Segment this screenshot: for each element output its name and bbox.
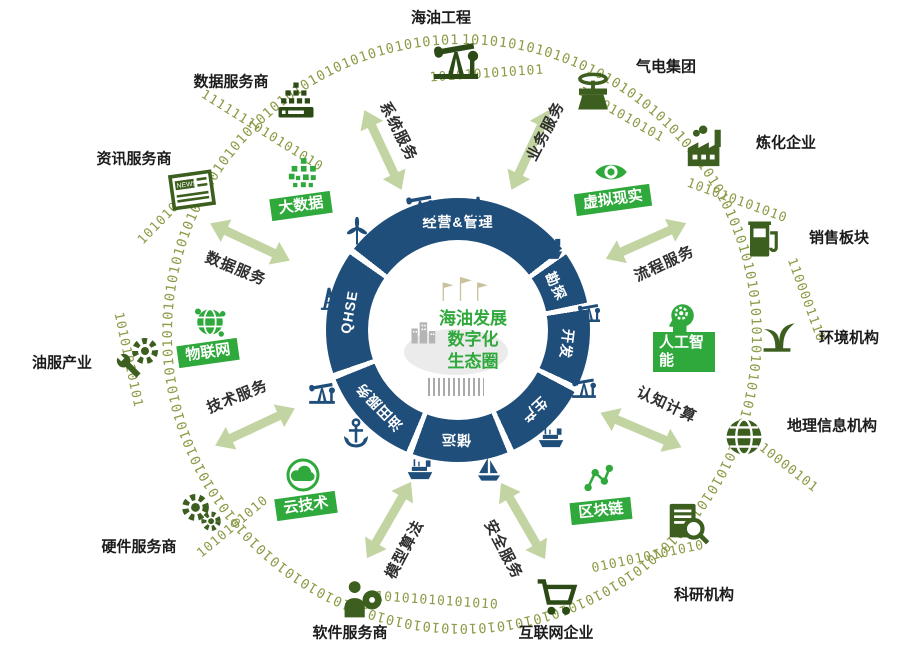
wind-turbine-icon — [342, 217, 372, 247]
globe-icon — [722, 415, 766, 459]
ai-head-icon — [664, 299, 700, 335]
tanker-ship-icon — [537, 422, 565, 450]
data-cube-icon — [275, 79, 317, 121]
newspaper-icon — [165, 163, 219, 217]
entity-oilfield-service-industry: 油服产业 — [31, 354, 93, 372]
entity-news-vendor: 资讯服务商 — [96, 150, 172, 168]
entity-software-vendor: 软件服务商 — [312, 624, 388, 642]
gears-icon — [179, 490, 223, 534]
entity-offshore-engineering: 海油工程 — [410, 9, 472, 27]
ring-segment-development: 开发 — [557, 328, 577, 360]
entity-data-vendor: 数据服务商 — [193, 73, 269, 91]
cargo-ship-icon — [534, 232, 564, 262]
center-title-line3: 生态圈 — [447, 351, 499, 371]
center-title: 海油发展 数字化 生态圈 — [439, 308, 507, 372]
fuel-pump-icon — [743, 218, 785, 260]
entity-sales-segment: 销售板块 — [808, 229, 870, 247]
entity-gis-agency: 地理信息机构 — [786, 417, 878, 435]
factory-icon — [683, 124, 729, 170]
pumpjack-icon — [577, 299, 601, 323]
flags-icon — [434, 275, 490, 303]
derrick-icon — [316, 285, 342, 311]
big-data-icon — [286, 156, 320, 190]
entity-internet-company: 互联网企业 — [518, 624, 594, 642]
cloud-tech-icon — [285, 457, 321, 493]
center-title-line2: 数字化 — [447, 330, 499, 350]
ring-segment-storage: 储运 — [441, 432, 471, 448]
pumpjack-icon — [432, 33, 480, 81]
blockchain-icon — [581, 462, 615, 496]
city-icon — [409, 316, 439, 346]
entity-research-institute: 科研机构 — [673, 586, 735, 604]
entity-hardware-vendor: 硬件服务商 — [101, 538, 177, 556]
software-person-icon — [340, 577, 384, 621]
center-title-line1: 海油发展 — [439, 309, 507, 329]
research-magnifier-icon — [663, 500, 709, 546]
pumpjack-icon — [308, 377, 336, 405]
iot-globe-icon — [192, 304, 228, 340]
anchor-icon — [339, 417, 373, 451]
plant-icon — [754, 308, 800, 354]
pumpjack-icon — [405, 189, 435, 219]
sailboat-icon — [475, 455, 503, 483]
valve-icon — [572, 71, 614, 113]
vr-eye-icon — [593, 154, 629, 190]
shopping-cart-icon — [534, 575, 578, 619]
entity-refining-enterprise: 炼化企业 — [755, 134, 817, 152]
entity-gas-power-group: 气电集团 — [635, 58, 697, 76]
pumpjack-icon — [571, 373, 597, 399]
ship-icon — [406, 454, 434, 482]
entity-environment-agency: 环境机构 — [818, 329, 880, 347]
badge-ai: 人工智能 — [653, 332, 715, 372]
derrick-icon — [465, 194, 491, 220]
wrench-gear-icon — [112, 337, 160, 385]
barcode-decoration — [428, 378, 484, 396]
